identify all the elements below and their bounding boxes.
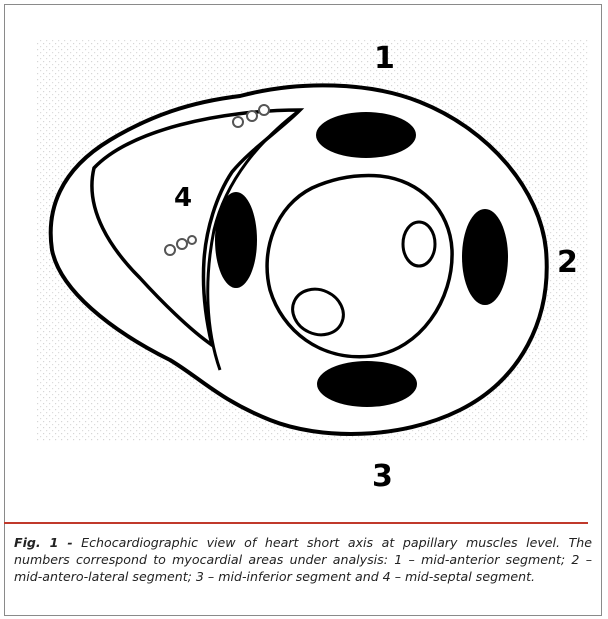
segment-marker-septal xyxy=(215,192,257,288)
segment-label-2: 2 xyxy=(557,248,578,278)
segment-label-1: 1 xyxy=(374,44,395,74)
segment-marker-inferior xyxy=(317,361,417,407)
caption-divider xyxy=(4,522,588,524)
caption-label: Fig. 1 - xyxy=(14,535,73,550)
segment-marker-antero-lateral xyxy=(462,209,508,305)
segment-label-3: 3 xyxy=(372,462,393,492)
caption-text: Echocardiographic view of heart short ax… xyxy=(14,535,592,584)
segment-marker-anterior xyxy=(316,112,416,158)
figure-caption: Fig. 1 - Echocardiographic view of heart… xyxy=(14,534,592,585)
echocardiogram-figure: 1 2 3 4 xyxy=(0,0,608,480)
segment-label-4: 4 xyxy=(174,185,192,211)
papillary-muscle-anterolateral xyxy=(403,222,435,266)
heart-short-axis-diagram xyxy=(0,0,608,480)
